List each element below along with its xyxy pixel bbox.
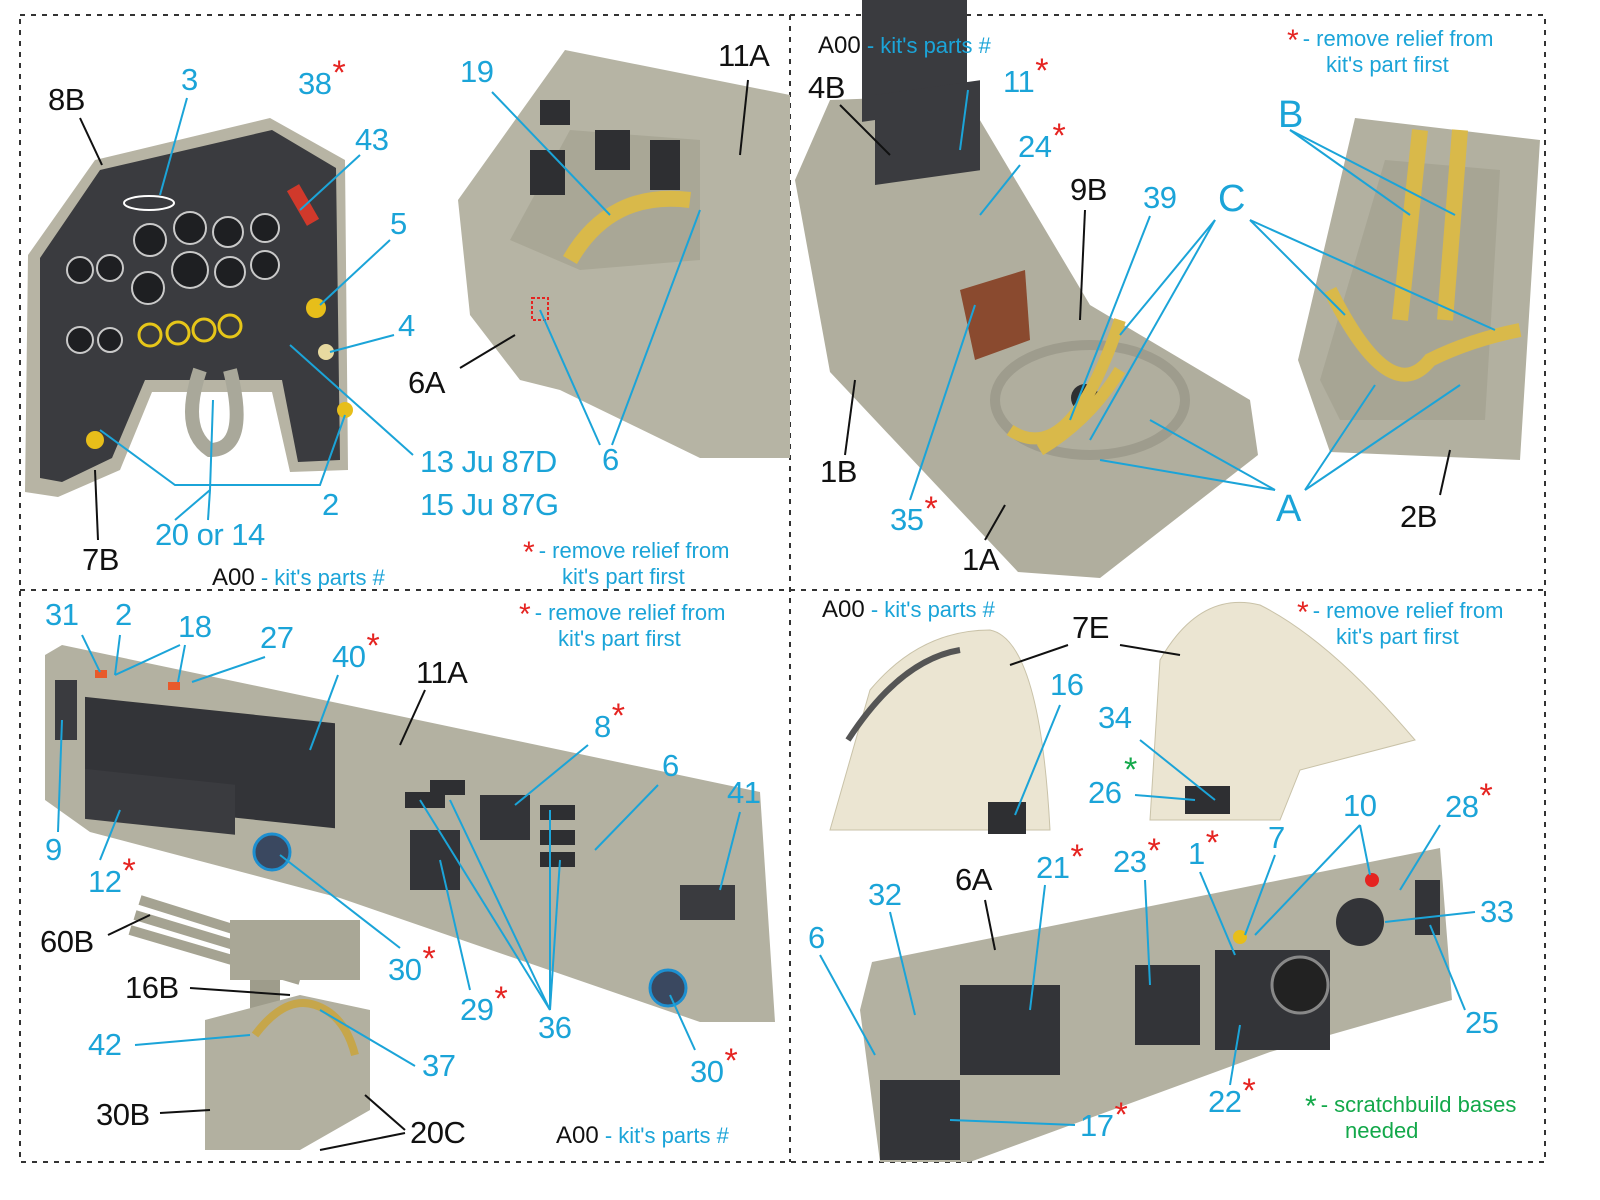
part-label-42: 42 bbox=[88, 1027, 122, 1062]
part-label-9B: 9B bbox=[1070, 172, 1107, 207]
part-label-32: 32 bbox=[868, 877, 902, 912]
part-label-1: 1* bbox=[1188, 824, 1219, 871]
cockpit-floor-part bbox=[795, 0, 1258, 578]
belt-label-B: B bbox=[1278, 94, 1303, 136]
part-label-7E: 7E bbox=[1072, 610, 1109, 645]
part-label-8: 8* bbox=[594, 697, 625, 744]
kit-parts-legend: A00 - kit's parts # bbox=[556, 1122, 729, 1149]
leader-lines bbox=[57, 89, 1496, 1126]
part-label-2B: 2B bbox=[1400, 499, 1437, 534]
instrument-panel-part bbox=[25, 118, 353, 497]
part-label-7B: 7B bbox=[82, 542, 119, 577]
part-label-23: 23* bbox=[1113, 832, 1161, 879]
part-label-35: 35* bbox=[890, 490, 938, 537]
part-label-4: 4 bbox=[398, 308, 415, 343]
part-label-17: 17* bbox=[1080, 1096, 1128, 1143]
part-label-15-ju87g: 15 Ju 87G bbox=[420, 487, 559, 522]
part-label-41: 41 bbox=[727, 775, 761, 810]
part-label-16: 16 bbox=[1050, 667, 1084, 702]
part-label-1A: 1A bbox=[962, 542, 999, 577]
part-label-31: 31 bbox=[45, 597, 79, 632]
part-label-4B: 4B bbox=[808, 70, 845, 105]
part-label-11A: 11A bbox=[416, 655, 468, 690]
part-label-30-lower: 30* bbox=[690, 1042, 738, 1089]
part-label-33: 33 bbox=[1480, 894, 1514, 929]
part-label-3: 3 bbox=[181, 62, 198, 97]
part-label-6: 6 bbox=[602, 442, 619, 477]
canopy-7E-part bbox=[829, 601, 1416, 834]
part-label-16B: 16B bbox=[125, 970, 179, 1005]
part-label-36: 36 bbox=[538, 1010, 572, 1045]
part-label-43: 43 bbox=[355, 122, 389, 157]
part-label-9: 9 bbox=[45, 832, 62, 867]
part-label-60B: 60B bbox=[40, 924, 94, 959]
part-label-30B: 30B bbox=[96, 1097, 150, 1132]
kit-parts-legend: A00 - kit's parts # bbox=[212, 564, 385, 591]
sidewall-11A-part bbox=[45, 645, 775, 1022]
gun-mount-part bbox=[128, 895, 370, 1150]
sidewall-6A-right-part bbox=[860, 848, 1452, 1162]
leader-lines-black bbox=[79, 79, 1451, 1151]
part-label-29: 29* bbox=[460, 980, 508, 1027]
sidewall-6A-part bbox=[458, 50, 790, 458]
belt-label-C: C bbox=[1218, 178, 1245, 220]
part-label-28: 28* bbox=[1445, 777, 1493, 824]
part-label-6: 6 bbox=[662, 748, 679, 783]
part-label-18: 18 bbox=[178, 609, 212, 644]
part-label-22: 22* bbox=[1208, 1072, 1256, 1119]
part-label-2: 2 bbox=[322, 487, 339, 522]
part-label-21: 21* bbox=[1036, 838, 1084, 885]
part-label-26: 26* bbox=[1088, 751, 1137, 810]
part-label-20-or-14: 20 or 14 bbox=[155, 517, 265, 552]
part-label-34: 34 bbox=[1098, 700, 1132, 735]
kit-parts-legend: A00 - kit's parts # bbox=[818, 32, 991, 59]
part-label-24: 24* bbox=[1018, 117, 1066, 164]
part-label-6: 6 bbox=[808, 920, 825, 955]
part-label-7: 7 bbox=[1268, 820, 1285, 855]
part-label-19: 19 bbox=[460, 54, 494, 89]
kit-parts-legend: A00 - kit's parts # bbox=[822, 596, 995, 623]
part-label-38: 38* bbox=[298, 54, 346, 101]
part-label-1B: 1B bbox=[820, 454, 857, 489]
part-label-20C: 20C bbox=[410, 1115, 466, 1150]
part-label-27: 27 bbox=[260, 620, 294, 655]
belt-label-A: A bbox=[1276, 488, 1301, 530]
part-label-11A: 11A bbox=[718, 38, 770, 73]
part-label-30: 30* bbox=[388, 940, 436, 987]
part-label-37: 37 bbox=[422, 1048, 456, 1083]
seat-2B-part bbox=[1298, 118, 1540, 460]
part-label-25: 25 bbox=[1465, 1005, 1499, 1040]
part-label-13-ju87d: 13 Ju 87D bbox=[420, 444, 557, 479]
part-label-6A: 6A bbox=[408, 365, 445, 400]
part-label-8B: 8B bbox=[48, 82, 85, 117]
part-label-11: 11* bbox=[1003, 52, 1048, 99]
part-label-40: 40* bbox=[332, 627, 380, 674]
part-label-5: 5 bbox=[390, 206, 407, 241]
part-label-2: 2 bbox=[115, 597, 132, 632]
part-label-12: 12* bbox=[88, 852, 136, 899]
part-label-6A: 6A bbox=[955, 862, 992, 897]
part-label-10: 10 bbox=[1343, 788, 1377, 823]
part-label-39: 39 bbox=[1143, 180, 1177, 215]
